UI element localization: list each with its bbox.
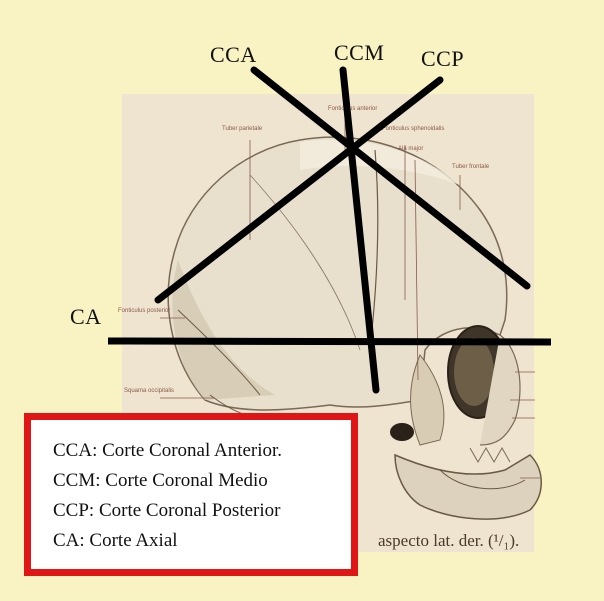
skull-mandible bbox=[395, 455, 541, 519]
annotation-fonticulus-sphenoidalis: Fonticulus sphenoidalis bbox=[382, 126, 444, 132]
plate-caption: aspecto lat. der. (¹/₁). bbox=[378, 531, 519, 551]
annotation-fonticulus-anterior: Fonticulus anterior bbox=[328, 106, 377, 112]
annotation-tuber-parietale: Tuber parietale bbox=[222, 126, 263, 132]
cut-label-cca: CCA bbox=[210, 42, 257, 68]
annotation-ala-major: Ala major bbox=[398, 146, 423, 152]
annotation-fonticulus-posterior: Fonticulus posterior bbox=[118, 308, 170, 314]
legend-item-ca: CA: Corte Axial bbox=[53, 526, 351, 556]
legend-item-cca: CCA: Corte Coronal Anterior. bbox=[53, 436, 351, 466]
legend-item-ccp: CCP: Corte Coronal Posterior bbox=[53, 496, 351, 526]
annotation-squama-occipitalis: Squama occipitalis bbox=[124, 388, 174, 394]
legend-box: CCA: Corte Coronal Anterior. CCM: Corte … bbox=[24, 413, 358, 576]
cut-label-ccm: CCM bbox=[334, 40, 384, 66]
annotation-tuber-frontale: Tuber frontale bbox=[452, 164, 490, 170]
cut-line-ca bbox=[108, 341, 551, 342]
legend-item-ccm: CCM: Corte Coronal Medio bbox=[53, 466, 351, 496]
cut-label-ca: CA bbox=[70, 304, 102, 330]
cut-label-ccp: CCP bbox=[421, 46, 464, 72]
